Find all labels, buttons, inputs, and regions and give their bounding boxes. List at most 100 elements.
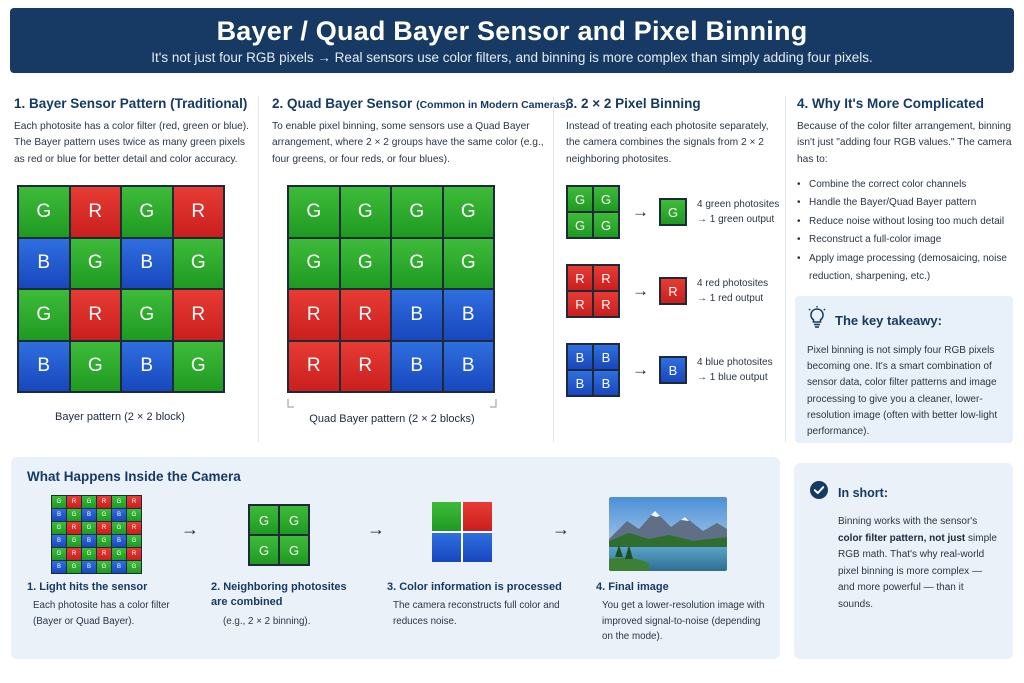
binning-input-cell: B	[568, 345, 592, 369]
mosaic-cell: B	[82, 535, 96, 547]
quad-bayer-cell: B	[443, 341, 493, 391]
mosaic-cell: G	[67, 561, 81, 573]
stage-2-title: 2. Neighboring photosites are combined	[211, 581, 347, 609]
mosaic-cell: G	[112, 522, 126, 534]
combined-cell: G	[280, 506, 308, 534]
quad-bayer-cell: R	[340, 341, 390, 391]
mosaic-cell: B	[82, 561, 96, 573]
bayer-cell: G	[122, 187, 172, 237]
arrow-icon: →	[632, 281, 649, 300]
mosaic-cell: G	[52, 522, 66, 534]
binning-input-cell: B	[568, 371, 592, 395]
mosaic-cell: G	[112, 548, 126, 560]
mosaic-cell: G	[67, 509, 81, 521]
quad-bayer-pattern-caption: Quad Bayer pattern (2 × 2 blocks)	[309, 413, 475, 425]
quad-bayer-cell: R	[289, 341, 339, 391]
blue-block	[463, 533, 492, 562]
section-quad-bayer-title-main: 2. Quad Bayer Sensor	[272, 96, 413, 111]
complication-item: Reconstruct a full-color image	[797, 231, 1019, 250]
binning-row-line2: → 1 green output	[697, 214, 775, 225]
key-takeaway-text: Pixel binning is not simply four RGB pix…	[807, 345, 998, 437]
section-complicated-description: Because of the color filter arrangement,…	[797, 121, 1012, 165]
binning-row-line1: 4 blue photosites	[697, 357, 773, 368]
green-block	[432, 502, 461, 531]
quad-bayer-cell: G	[443, 238, 493, 288]
section-quad-bayer: 2. Quad Bayer Sensor (Common in Modern C…	[272, 96, 569, 168]
stage-3-title: 3. Color information is processed	[387, 581, 562, 593]
complication-item: Reduce noise without losing too much det…	[797, 213, 1019, 232]
arrow-icon: →	[181, 519, 199, 539]
mosaic-cell: G	[97, 535, 111, 547]
bayer-cell: B	[122, 238, 172, 288]
section-quad-bayer-description: To enable pixel binning, some sensors us…	[272, 121, 544, 165]
mosaic-cell: R	[97, 496, 111, 508]
combined-cell: G	[250, 506, 278, 534]
arrow-icon: →	[552, 519, 570, 539]
mosaic-cell: G	[97, 509, 111, 521]
mosaic-cell: G	[52, 496, 66, 508]
bayer-cell: G	[173, 341, 223, 391]
column-divider	[258, 96, 259, 442]
mosaic-cell: R	[67, 496, 81, 508]
complication-item: Apply image processing (demosaicing, noi…	[797, 250, 1019, 287]
bayer-cell: G	[70, 341, 120, 391]
section-binning: 3. 2 × 2 Pixel Binning Instead of treati…	[566, 96, 780, 168]
section-binning-description: Instead of treating each photosite separ…	[566, 121, 769, 165]
complication-item: Handle the Bayer/Quad Bayer pattern	[797, 194, 1019, 213]
final-image-landscape	[609, 497, 727, 571]
stage-2-desc: (e.g., 2 × 2 binning).	[223, 616, 311, 627]
mosaic-cell: R	[97, 548, 111, 560]
combined-cell: G	[250, 536, 278, 564]
column-divider	[785, 96, 786, 442]
key-takeaway-title: The key takeawy:	[835, 313, 942, 328]
mosaic-cell: G	[112, 496, 126, 508]
arrow-icon: →	[367, 519, 385, 539]
in-short-text-bold: color filter pattern, not just	[838, 532, 966, 544]
quad-bayer-cell: G	[392, 238, 442, 288]
section-quad-bayer-title: 2. Quad Bayer Sensor (Common in Modern C…	[272, 96, 569, 111]
binning-output-cell: R	[659, 277, 687, 305]
mosaic-cell: G	[82, 548, 96, 560]
mosaic-cell: B	[52, 561, 66, 573]
stage-4-title: 4. Final image	[596, 581, 669, 593]
lightbulb-icon	[807, 306, 827, 335]
stage-4-desc: You get a lower-resolution image with im…	[602, 600, 765, 643]
header-banner: Bayer / Quad Bayer Sensor and Pixel Binn…	[10, 8, 1014, 73]
binning-input-cell: B	[594, 345, 618, 369]
mosaic-cell: G	[82, 496, 96, 508]
bayer-cell: G	[19, 290, 69, 340]
quad-bayer-cell: G	[340, 238, 390, 288]
stage-3-desc: The camera reconstructs full color and r…	[393, 600, 560, 627]
mosaic-cell: G	[127, 535, 141, 547]
section-quad-bayer-title-note: (Common in Modern Cameras)	[416, 99, 569, 111]
key-takeaway-header: The key takeawy:	[807, 306, 1001, 335]
quad-bayer-cell: G	[443, 187, 493, 237]
in-short-text: Binning works with the sensor's color fi…	[810, 514, 999, 614]
mosaic-cell: R	[127, 522, 141, 534]
color-processed-blocks	[432, 502, 492, 562]
quad-bayer-cell: G	[289, 187, 339, 237]
arrow-icon: →	[632, 360, 649, 379]
stage-1-title: 1. Light hits the sensor	[27, 581, 148, 593]
inside-camera-title: What Happens Inside the Camera	[27, 469, 241, 484]
binning-row-text: 4 blue photosites→ 1 blue output	[697, 355, 773, 385]
mosaic-cell: G	[52, 548, 66, 560]
bayer-pattern-caption: Bayer pattern (2 × 2 block)	[55, 411, 185, 423]
mosaic-cell: B	[52, 509, 66, 521]
mosaic-cell: R	[97, 522, 111, 534]
binning-output-cell: G	[659, 198, 687, 226]
quad-bayer-cell: G	[340, 187, 390, 237]
mosaic-cell: B	[112, 509, 126, 521]
bayer-cell: G	[173, 238, 223, 288]
quad-bayer-cell: G	[289, 238, 339, 288]
bayer-cell: B	[19, 341, 69, 391]
binning-input-cell: G	[568, 213, 592, 237]
page-subtitle: It's not just four RGB pixels → Real sen…	[151, 50, 873, 65]
bayer-cell: R	[173, 290, 223, 340]
